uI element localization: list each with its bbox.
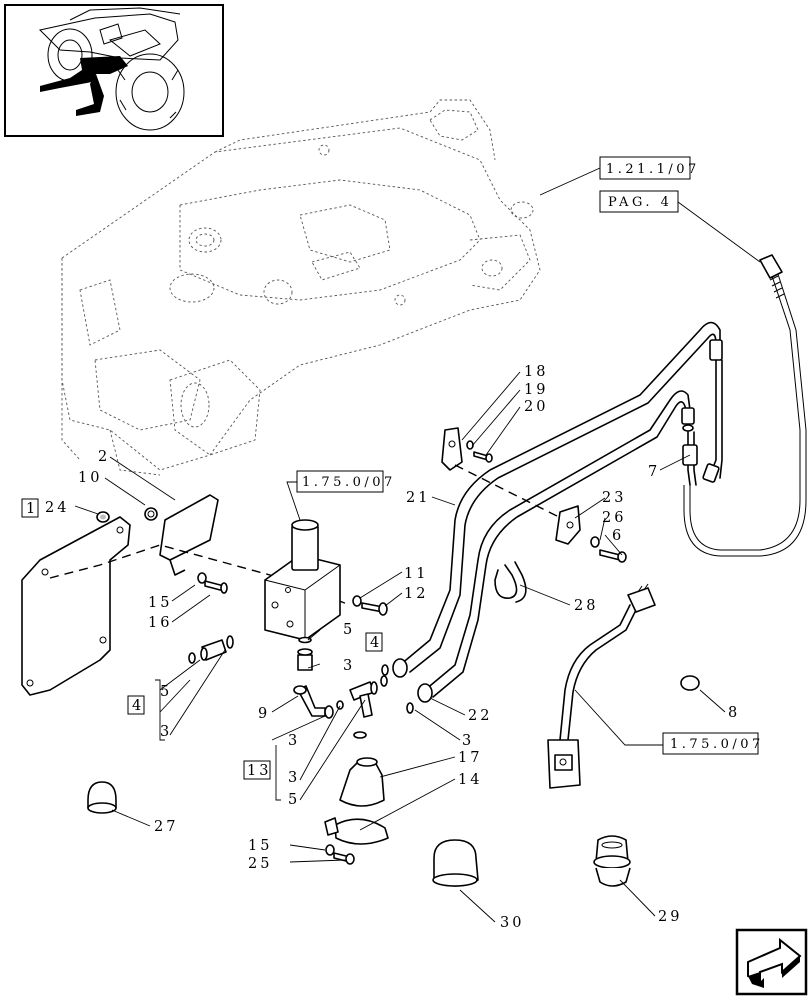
bolt-6 (599, 549, 627, 563)
fitting-straight-center (297, 636, 313, 671)
leader-ref-4 (574, 689, 663, 746)
plug-29 (593, 835, 631, 887)
reference-text: PAG. 4 (608, 195, 672, 210)
next-page-arrow-icon (747, 937, 802, 988)
label-2: 2 (98, 449, 110, 465)
label-25: 25 (248, 856, 272, 872)
label-8: 8 (728, 705, 740, 721)
label-18: 18 (524, 364, 548, 380)
next-page-button[interactable] (735, 928, 808, 996)
bolt-12 (361, 602, 388, 616)
washer-15-bottom (325, 844, 335, 856)
svg-text:4: 4 (370, 635, 382, 651)
label-17: 17 (458, 750, 482, 766)
label-3: 3 (343, 658, 355, 674)
assembly-axis-bracket (454, 464, 576, 526)
valve-block (264, 519, 341, 641)
label-6: 6 (612, 528, 624, 544)
label-12: 12 (404, 586, 428, 602)
leader-lines (74, 371, 726, 923)
tee-fitting (336, 675, 388, 739)
washer-15 (197, 572, 207, 584)
label-27: 27 (154, 819, 178, 835)
tractor-location-thumbnail (4, 4, 224, 137)
part-labels: 2 10 24 15 16 11 12 5 3 5 3 9 3 3 5 17 1… (45, 364, 740, 931)
wiring-harness (547, 583, 656, 789)
mudguard-plate (21, 516, 131, 696)
label-26: 26 (602, 510, 626, 526)
kit-box-4-left: 4 (127, 695, 145, 715)
reference-box-1-75-0-07-harness[interactable]: 1.75.0/07 (662, 732, 764, 755)
label-9: 9 (258, 706, 270, 722)
leader-ref-2 (677, 201, 761, 263)
label-14: 14 (458, 772, 482, 788)
label-5: 5 (343, 622, 355, 638)
washer-11 (352, 595, 362, 607)
label-16: 16 (148, 615, 172, 631)
svg-text:13: 13 (247, 763, 271, 779)
long-pilot-hose (683, 254, 807, 557)
label-19: 19 (524, 382, 548, 398)
label-23: 23 (602, 490, 626, 506)
label-15: 15 (148, 595, 172, 611)
label-7: 7 (648, 464, 660, 480)
reference-text: 1.75.0/07 (670, 737, 764, 752)
label-22: 22 (468, 708, 492, 724)
label-3-kit13a: 3 (288, 733, 300, 749)
reference-box-1-75-0-07-valve[interactable]: 1.75.0/07 (296, 470, 396, 493)
cap-8 (680, 675, 700, 691)
leader-ref-1 (539, 167, 601, 196)
kit-box-1: 1 (21, 498, 39, 518)
clamp-14 (324, 817, 389, 845)
reference-box-pag-4[interactable]: PAG. 4 (599, 190, 679, 213)
nut-24 (96, 511, 110, 523)
reference-text: 1.75.0/07 (302, 475, 396, 490)
leader-ref-3 (286, 481, 301, 521)
pipe-bracket-18 (441, 427, 463, 471)
pipe-bracket-23 (555, 505, 581, 545)
solenoid-cap-17 (339, 757, 385, 807)
nut-10 (144, 507, 158, 521)
label-5-kit4: 5 (160, 684, 172, 700)
bolt-16 (204, 580, 228, 594)
label-3-kit13b: 3 (288, 770, 300, 786)
cap-30 (432, 839, 479, 887)
tractor-frame-outline (61, 99, 541, 476)
label-28: 28 (574, 598, 598, 614)
washer-19 (466, 440, 474, 450)
cap-27 (87, 781, 117, 814)
kit-box-13: 13 (243, 760, 271, 780)
bolt-20 (473, 451, 493, 463)
label-10: 10 (78, 470, 102, 486)
label-21: 21 (406, 490, 430, 506)
mounting-bracket-plate (159, 494, 219, 576)
label-3-right: 3 (462, 733, 474, 749)
label-20: 20 (524, 399, 548, 415)
label-3-kit4: 3 (160, 724, 172, 740)
kit-box-4-right: 4 (365, 632, 383, 652)
reference-text: 1.21.1/07 (606, 162, 700, 177)
svg-text:4: 4 (132, 698, 144, 714)
elbow-fitting-9 (293, 685, 334, 719)
svg-text:1: 1 (26, 501, 38, 517)
hydraulic-pipes (381, 321, 723, 714)
hose-clip-28 (494, 561, 527, 603)
reference-box-1-21-1-07[interactable]: 1.21.1/07 (599, 156, 700, 180)
fitting-straight-left (188, 635, 234, 664)
label-24: 24 (45, 500, 69, 516)
label-5-kit13: 5 (288, 792, 300, 808)
washer-26 (590, 536, 600, 548)
bolt-25 (333, 852, 355, 865)
label-30: 30 (500, 915, 524, 931)
label-29: 29 (658, 909, 682, 925)
label-11: 11 (404, 566, 428, 582)
label-15-bottom: 15 (248, 838, 272, 854)
